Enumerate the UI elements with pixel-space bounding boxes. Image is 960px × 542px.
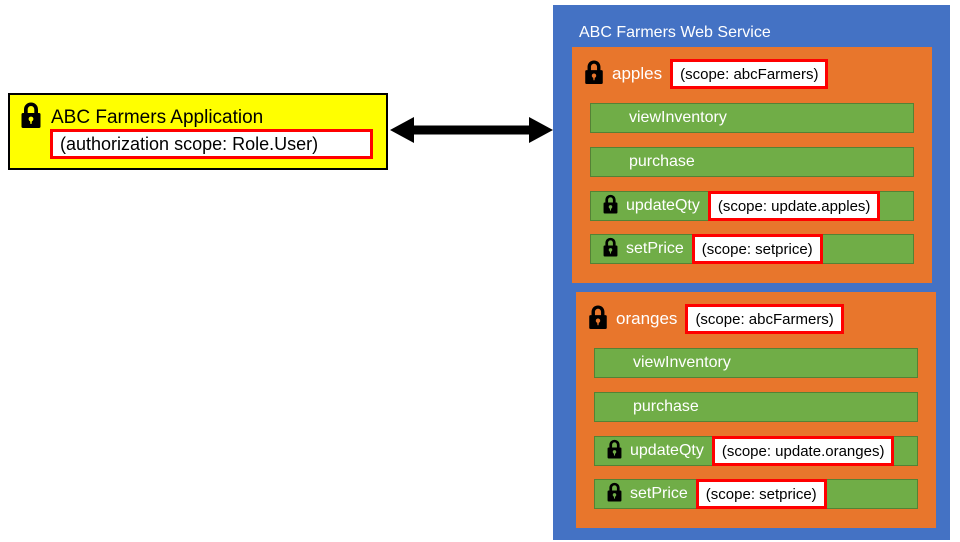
method-name: viewInventory (629, 109, 727, 126)
client-application-title: ABC Farmers Application (51, 106, 264, 128)
client-authorization-scope: (authorization scope: Role.User) (50, 129, 373, 159)
resource-scope-badge: (scope: abcFarmers) (685, 304, 844, 334)
method-scope-badge: (scope: update.oranges) (711, 436, 895, 466)
lock-icon (601, 236, 620, 263)
method-name: viewInventory (633, 354, 731, 371)
method-row[interactable]: updateQty (scope: update.apples) (590, 191, 914, 221)
method-name: updateQty (630, 442, 704, 459)
method-scope-badge: (scope: setprice) (691, 234, 823, 264)
method-row[interactable]: purchase (594, 392, 918, 422)
method-name: setPrice (630, 485, 688, 502)
method-name: setPrice (626, 240, 684, 257)
method-row[interactable]: updateQty (scope: update.oranges) (594, 436, 918, 466)
method-scope-badge: (scope: update.apples) (707, 191, 881, 221)
method-row[interactable]: setPrice (scope: setprice) (594, 479, 918, 509)
method-row[interactable]: viewInventory (594, 348, 918, 378)
lock-icon (601, 193, 620, 220)
method-row[interactable]: purchase (590, 147, 914, 177)
resource-header: oranges (scope: abcFarmers) (586, 302, 926, 336)
method-name: purchase (633, 398, 699, 415)
double-headed-arrow-icon (390, 113, 553, 148)
web-service-title: ABC Farmers Web Service (579, 24, 771, 41)
resource-group-apples: apples (scope: abcFarmers) viewInventory… (572, 47, 932, 283)
client-application-title-row: ABC Farmers Application (18, 101, 263, 134)
lock-icon (605, 438, 624, 465)
lock-icon (605, 481, 624, 508)
method-scope-badge: (scope: setprice) (695, 479, 827, 509)
web-service-panel: ABC Farmers Web Service apples (scope: a… (553, 5, 950, 540)
resource-scope-badge: (scope: abcFarmers) (670, 59, 829, 89)
lock-icon (586, 303, 610, 336)
client-application-box: ABC Farmers Application (authorization s… (8, 93, 388, 170)
resource-group-oranges: oranges (scope: abcFarmers) viewInventor… (576, 292, 936, 528)
lock-icon (18, 101, 44, 134)
resource-name: apples (612, 64, 663, 83)
method-row[interactable]: setPrice (scope: setprice) (590, 234, 914, 264)
lock-icon (582, 58, 606, 91)
method-name: purchase (629, 153, 695, 170)
resource-name: oranges (616, 309, 678, 328)
method-name: updateQty (626, 197, 700, 214)
method-row[interactable]: viewInventory (590, 103, 914, 133)
resource-header: apples (scope: abcFarmers) (582, 57, 922, 91)
